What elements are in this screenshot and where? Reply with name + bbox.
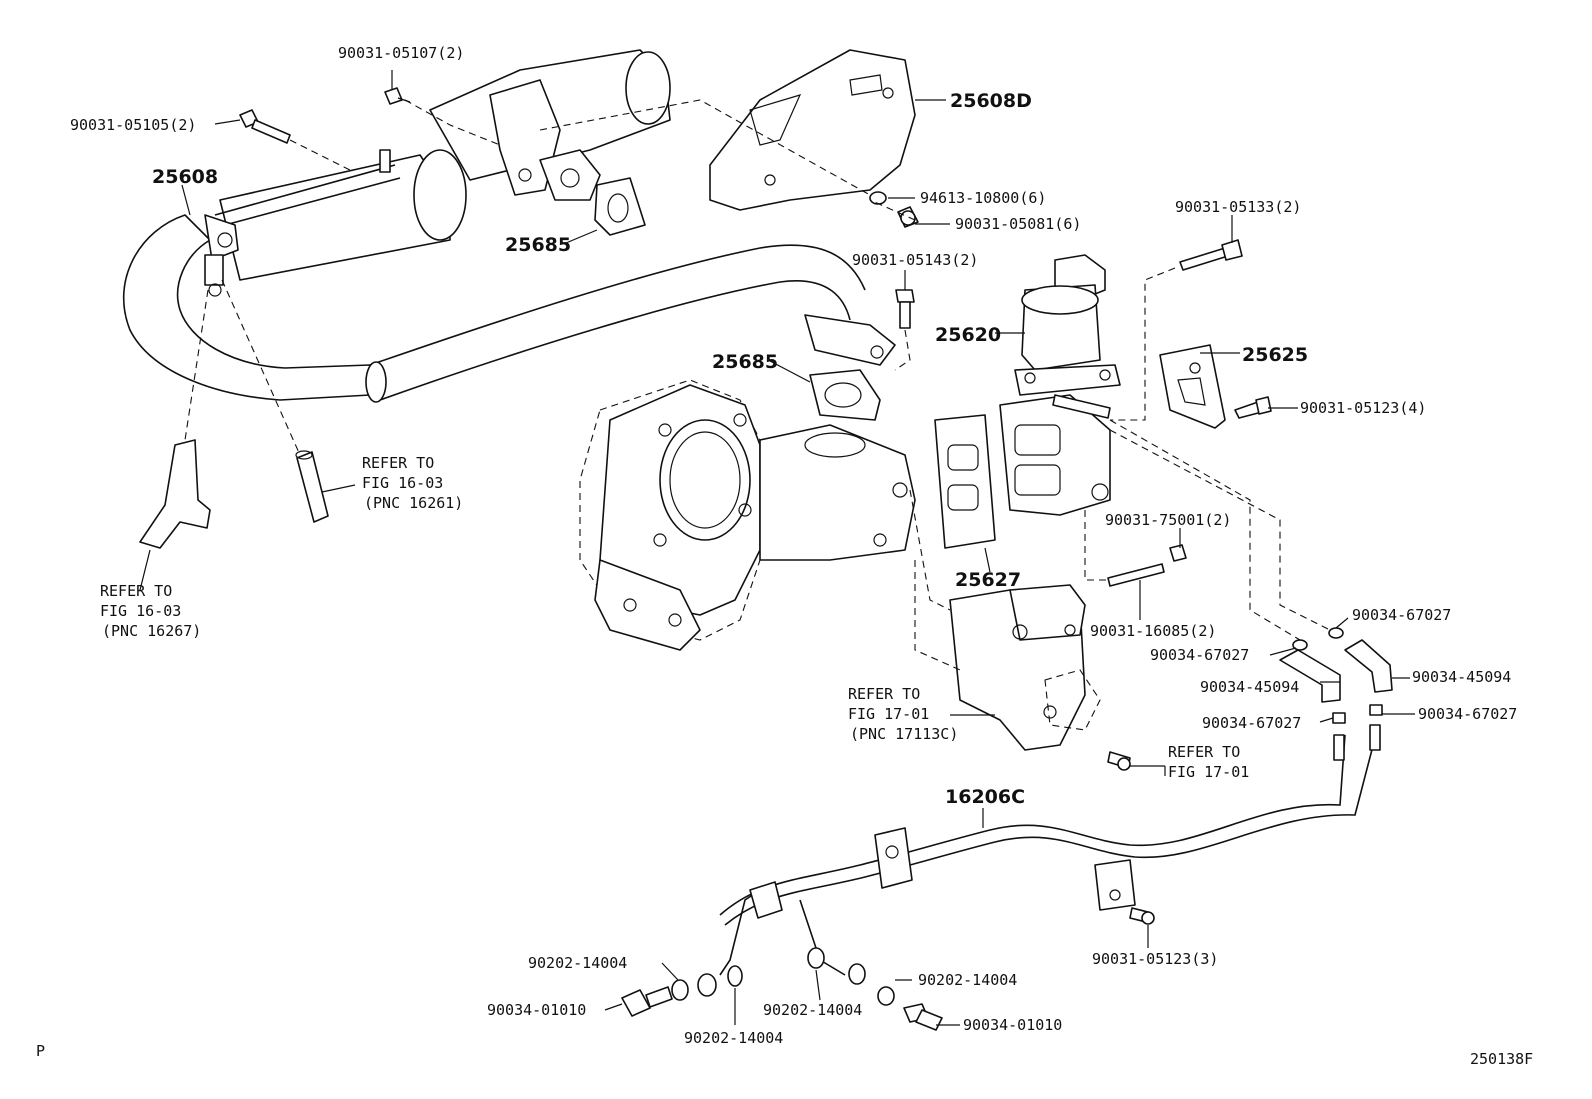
bracket-25625 (1159, 344, 1226, 429)
label-90031-05081: 90031-05081(6) (955, 215, 1081, 233)
clamps-90034-67027 (1292, 627, 1383, 724)
bolt-90031-05123-3 (1129, 907, 1155, 925)
washer-94613-10800 (869, 191, 887, 205)
bolt-90031-05081 (897, 206, 919, 228)
label-90031-05105: 90031-05105(2) (70, 116, 196, 134)
gasket-25685-upper (594, 177, 646, 236)
ref-note-1: REFER TO FIG 16-03 (PNC 16261) (362, 454, 463, 512)
egr-valve-25620 (999, 254, 1121, 516)
insulator-pnc17113c (949, 584, 1101, 751)
union-bolt-right (903, 1003, 943, 1031)
label-25627: 25627 (955, 569, 1021, 591)
pipe-16206C (719, 724, 1381, 976)
figure-code: 250138F (1470, 1050, 1533, 1068)
label-90031-05133: 90031-05133(2) (1175, 198, 1301, 216)
hose-pnc16261 (295, 450, 329, 523)
label-90202-14004-d: 90202-14004 (918, 971, 1017, 989)
label-90034-67027-c: 90034-67027 (1202, 714, 1301, 732)
union-bolt-left (621, 986, 673, 1017)
label-90031-05107: 90031-05107(2) (338, 44, 464, 62)
bolt-90031-05143 (895, 289, 915, 329)
bolt-90031-05123-4 (1234, 396, 1272, 419)
label-25608D: 25608D (950, 90, 1032, 112)
label-90031-16085: 90031-16085(2) (1090, 622, 1216, 640)
assembly-lines (184, 99, 1331, 671)
label-16206C: 16206C (945, 786, 1025, 808)
label-90034-67027-b: 90034-67027 (1150, 646, 1249, 664)
label-90031-75001: 90031-75001(2) (1105, 511, 1231, 529)
label-25620: 25620 (935, 324, 1001, 346)
label-90202-14004-b: 90202-14004 (684, 1029, 783, 1047)
label-90034-01010-b: 90034-01010 (963, 1016, 1062, 1034)
label-90034-01010-a: 90034-01010 (487, 1001, 586, 1019)
stud-90031-16085 (1107, 563, 1165, 587)
corner-mark-left: P (36, 1042, 45, 1060)
label-25625: 25625 (1242, 344, 1308, 366)
label-90031-05123-4: 90031-05123(4) (1300, 399, 1426, 417)
label-25685-upper: 25685 (505, 234, 571, 256)
label-90034-67027-d: 90034-67027 (1418, 705, 1517, 723)
reference-notes: REFER TO FIG 16-03 (PNC 16261) REFER TO … (100, 454, 1249, 781)
label-90031-05143: 90031-05143(2) (852, 251, 978, 269)
ref-note-2: REFER TO FIG 16-03 (PNC 16267) (100, 582, 201, 640)
part-labels: 90031-05107(2) 90031-05105(2) 25608 2560… (70, 44, 1517, 1047)
label-90202-14004-a: 90202-14004 (528, 954, 627, 972)
label-90031-05123-3: 90031-05123(3) (1092, 950, 1218, 968)
label-90034-45094-b: 90034-45094 (1412, 668, 1511, 686)
label-25685-lower: 25685 (712, 351, 778, 373)
bolt-90031-05133 (1179, 239, 1243, 271)
intake-body (579, 379, 916, 651)
bolt-refer-17-01 (1107, 751, 1131, 771)
label-90034-45094-a: 90034-45094 (1200, 678, 1299, 696)
label-90034-67027-a: 90034-67027 (1352, 606, 1451, 624)
ref-note-4: REFER TO FIG 17-01 (1168, 743, 1249, 781)
hose-pnc16267 (139, 439, 211, 549)
bolt-90031-05107 (384, 87, 411, 105)
label-90202-14004-c: 90202-14004 (763, 1001, 862, 1019)
bolt-90031-05105 (239, 109, 291, 144)
heat-shield-25608D (709, 49, 916, 211)
hose-90034-45094-b (1344, 639, 1393, 693)
ref-note-3: REFER TO FIG 17-01 (PNC 17113C) (848, 685, 958, 743)
gaskets-90202-14004 (671, 947, 895, 1006)
label-25608: 25608 (152, 166, 218, 188)
nut-90031-75001 (1169, 544, 1187, 562)
gasket-25627 (934, 414, 996, 549)
egr-cooler-25608 (122, 49, 896, 403)
label-94613-10800: 94613-10800(6) (920, 189, 1046, 207)
leader-lines (139, 70, 1415, 1026)
gasket-25685-lower (809, 369, 881, 421)
